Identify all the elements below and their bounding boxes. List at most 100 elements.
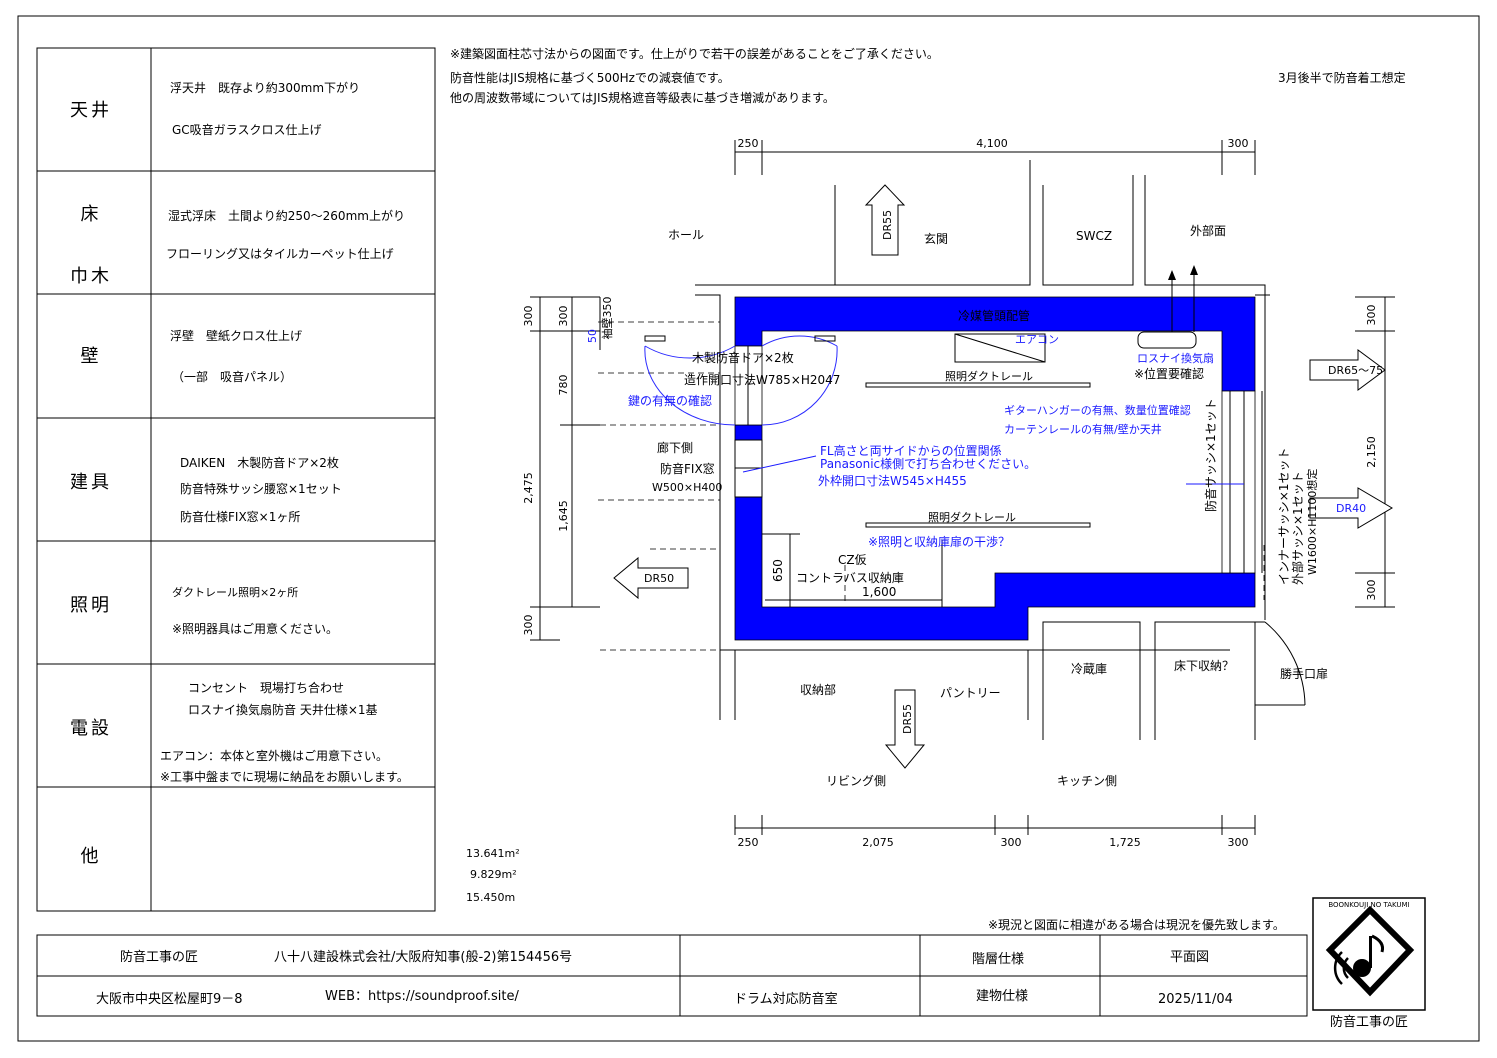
- dim-left-2: 300: [557, 306, 570, 327]
- label-track2: 照明ダクトレール: [928, 510, 1016, 524]
- title-web: WEB：https://soundproof.site/: [325, 989, 520, 1004]
- dim-right-1: 300: [1365, 305, 1378, 326]
- note-line3: 他の周波数帯域についてはJIS規格遮音等級表に基づき増減があります。: [450, 90, 835, 105]
- dim-bottom-2: 2,075: [862, 836, 894, 849]
- room-fridge: 冷蔵庫: [1071, 662, 1107, 676]
- label-fix-size: W500×H400: [652, 481, 722, 494]
- dim-top-2: 4,100: [976, 137, 1008, 150]
- spec-electrical-line1: コンセント 現場打ち合わせ: [188, 680, 344, 695]
- dim-left-small-50: 50: [586, 329, 599, 343]
- spec-label-wall: 壁: [81, 346, 102, 367]
- title-floor-label: 階層仕様: [972, 952, 1024, 967]
- spec-label-electrical: 電設: [70, 718, 112, 739]
- spec-ceiling-line1: 浮天井 既存より約300mm下がり: [170, 80, 360, 95]
- area-2: 9.829m²: [470, 868, 517, 881]
- aircon-unit: [954, 333, 1046, 363]
- spec-lighting-line1: ダクトレール照明×2ヶ所: [172, 585, 298, 599]
- dash-lines: [570, 321, 1265, 651]
- note-line1: ※建築図面柱芯寸法からの図面です。仕上がりで若干の誤差があることをご了承ください…: [450, 46, 939, 61]
- dr-left: DR50: [644, 572, 674, 585]
- schedule-note: 3月後半で防音着工想定: [1278, 70, 1406, 85]
- priority-note: ※現況と図面に相違がある場合は現況を優先致します。: [988, 917, 1285, 932]
- logo-ring-text: BOONKOUJI NO TAKUMI: [1328, 901, 1409, 909]
- dr-right1: DR65～75: [1328, 364, 1383, 377]
- note-line2: 防音性能はJIS規格に基づく500Hzでの減衰値です。: [450, 70, 730, 85]
- label-cz: CZ仮: [838, 553, 867, 567]
- title-date: 2025/11/04: [1158, 992, 1233, 1007]
- label-bass-depth: 650: [771, 559, 785, 582]
- spec-ceiling-line2: GC吸音ガラスクロス仕上げ: [172, 122, 321, 137]
- spec-floor-line1: 湿式浮床 土間より約250～260mm上がり: [168, 208, 405, 223]
- spec-wall-line2: （一部 吸音パネル）: [172, 369, 292, 384]
- vent-fan: [1137, 265, 1198, 349]
- duct-rail-1: [865, 382, 1091, 388]
- spec-table: 天井 浮天井 既存より約300mm下がり GC吸音ガラスクロス仕上げ 床 巾木 …: [36, 47, 436, 912]
- title-company: 八十八建設株式会社/大阪府知事(般-2)第154456号: [274, 949, 572, 965]
- spec-label-other: 他: [81, 846, 102, 867]
- dim-left-sodekabe: 袖壁350: [600, 297, 614, 340]
- spec-electrical-line2: ロスナイ換気扇防音 天井仕様×1基: [188, 702, 378, 717]
- room-kitchen: キッチン側: [1057, 774, 1117, 788]
- dim-top-1: 250: [738, 137, 759, 150]
- title-block: [36, 934, 1308, 1017]
- spec-lighting-line2: ※照明器具はご用意ください。: [172, 621, 338, 636]
- label-vent: ロスナイ換気扇: [1137, 351, 1214, 365]
- bass-storage-dims: [762, 533, 943, 607]
- duct-rail-2: [865, 522, 1091, 528]
- dim-top-3: 300: [1228, 137, 1249, 150]
- dim-bottom-1: 250: [738, 836, 759, 849]
- company-logo: 防音工事の匠 BOONKOUJI NO TAKUMI: [1312, 897, 1426, 1030]
- title-company-mark: 防音工事の匠: [120, 949, 198, 965]
- label-door-size: 造作開口寸法W785×H2047: [684, 373, 840, 387]
- drawing-frame: [17, 15, 1480, 1042]
- dr-bottom: DR55: [901, 704, 914, 734]
- dim-left-1: 300: [522, 306, 535, 327]
- spec-label-floor: 床: [81, 204, 102, 225]
- dr-right2: DR40: [1336, 502, 1366, 515]
- label-vent-note: ※位置要確認: [1134, 366, 1204, 381]
- spec-label-fittings: 建具: [70, 472, 112, 493]
- label-sash-size: W1600×H1100想定: [1305, 469, 1319, 575]
- area-1: 13.641m²: [466, 847, 520, 860]
- spec-electrical-line3: エアコン：本体と室外機はご用意下さい。: [160, 748, 388, 763]
- spec-label-baseboard: 巾木: [70, 266, 112, 287]
- dim-right-3: 300: [1365, 580, 1378, 601]
- dim-right-2: 2,150: [1365, 436, 1378, 468]
- label-key: 鍵の有無の確認: [628, 393, 712, 408]
- existing-walls: [695, 160, 1306, 740]
- room-storage: 収納部: [800, 682, 836, 697]
- room-hall: ホール: [668, 228, 704, 242]
- label-aircon: エアコン: [1015, 333, 1059, 346]
- label-curtain: カーテンレールの有無/壁か天井: [1004, 422, 1162, 436]
- spec-electrical-line4: ※工事中盤までに現場に納品をお願いします。: [160, 769, 409, 784]
- spec-fittings-line1: DAIKEN 木製防音ドア×2枚: [180, 455, 339, 470]
- dim-bottom-4: 1,725: [1109, 836, 1141, 849]
- area-3: 15.450m: [466, 891, 515, 904]
- label-guitar: ギターハンガーの有無、数量位置確認: [1004, 403, 1191, 417]
- label-bass: コントラバス収納庫: [796, 571, 904, 585]
- dim-left-6: 300: [522, 615, 535, 636]
- dims-left: 300 300 780 2,475 1,645 300 50 袖壁350: [522, 296, 614, 641]
- label-track1: 照明ダクトレール: [945, 369, 1033, 383]
- label-bass-width: 1,600: [862, 585, 896, 599]
- dim-left-4: 2,475: [522, 472, 535, 504]
- dims-right: 300 2,150 300: [1355, 296, 1395, 608]
- room-corridor: 廊下側: [657, 440, 693, 455]
- label-fl-note3: 外枠開口寸法W545×H455: [818, 474, 967, 488]
- label-fl-note2: Panasonic様側で打ち合わせください。: [820, 456, 1036, 471]
- title-building-label: 建物仕様: [976, 989, 1028, 1004]
- dim-bottom-5: 300: [1228, 836, 1249, 849]
- spec-fittings-line3: 防音仕様FIX窓×1ヶ所: [180, 509, 300, 524]
- room-pantry: パントリー: [940, 686, 1001, 700]
- label-door: 木製防音ドア×2枚: [692, 350, 794, 365]
- spec-wall-line1: 浮壁 壁紙クロス仕上げ: [170, 328, 302, 343]
- room-backdoor: 勝手口扉: [1280, 666, 1328, 681]
- label-conflict: ※照明と収納庫扉の干渉？: [868, 534, 1010, 549]
- label-outer-sash: 外部サッシ×1セット: [1290, 471, 1305, 585]
- dims-top: 250 4,100 300: [734, 137, 1256, 175]
- label-piping: 冷媒管頭配管: [958, 308, 1030, 323]
- spec-fittings-line2: 防音特殊サッシ腰窓×1セット: [180, 481, 342, 496]
- door-swings: [644, 335, 838, 426]
- dim-left-5: 1,645: [557, 500, 570, 532]
